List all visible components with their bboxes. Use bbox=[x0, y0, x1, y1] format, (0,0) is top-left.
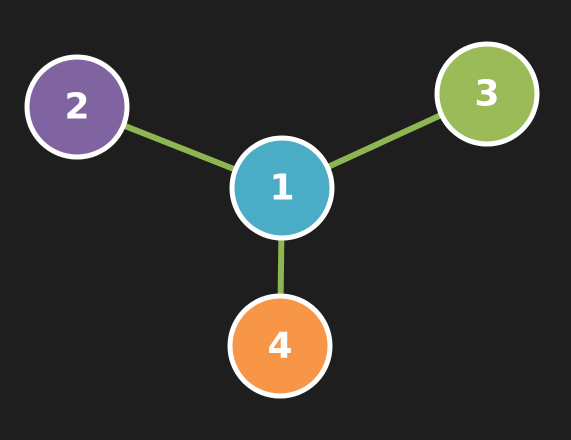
node-3-label: 3 bbox=[474, 74, 499, 115]
node-2-label: 2 bbox=[64, 87, 89, 128]
node-4-circle bbox=[227, 293, 333, 399]
node-4-label: 4 bbox=[267, 326, 292, 367]
node-2[interactable]: 2 bbox=[24, 54, 130, 160]
node-3-circle bbox=[434, 41, 540, 147]
node-1-circle bbox=[229, 135, 335, 241]
node-4[interactable]: 4 bbox=[227, 293, 333, 399]
node-1[interactable]: 1 bbox=[229, 135, 335, 241]
node-3[interactable]: 3 bbox=[434, 41, 540, 147]
node-2-circle bbox=[24, 54, 130, 160]
node-1-label: 1 bbox=[269, 168, 294, 209]
